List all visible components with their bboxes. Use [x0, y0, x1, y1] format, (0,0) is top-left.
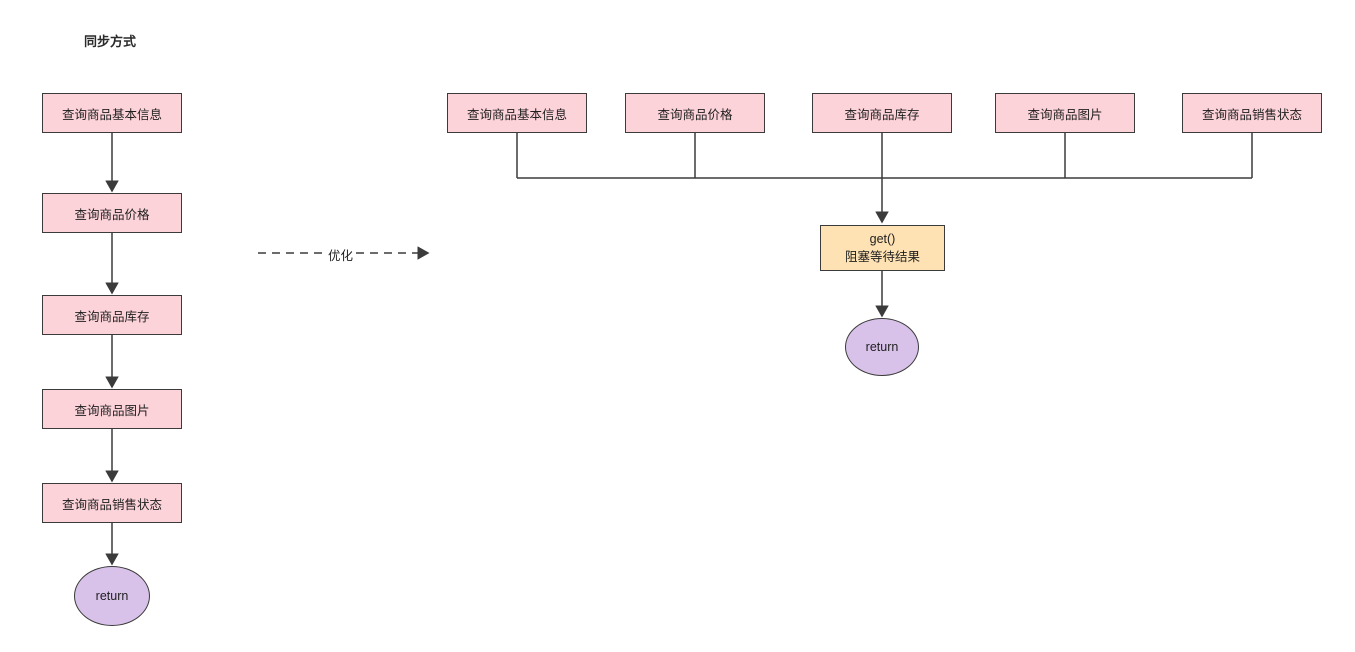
right-step-query-stock: 查询商品库存 [812, 93, 952, 133]
right-step-query-price: 查询商品价格 [625, 93, 765, 133]
gather-wait-label: 阻塞等待结果 [844, 250, 920, 264]
left-step-query-price: 查询商品价格 [42, 193, 182, 233]
left-step-query-image: 查询商品图片 [42, 389, 182, 429]
diagram-title: 同步方式 [84, 34, 137, 49]
optimize-edge-label: 优化 [325, 245, 357, 264]
left-step-query-basic-info: 查询商品基本信息 [42, 93, 182, 133]
gather-get-label: get() [869, 231, 896, 246]
right-step-query-image: 查询商品图片 [995, 93, 1135, 133]
right-return-terminal: return [845, 318, 919, 376]
gather-get-box: get() 阻塞等待结果 [820, 225, 945, 271]
left-step-query-sale-status: 查询商品销售状态 [42, 483, 182, 523]
right-step-query-basic-info: 查询商品基本信息 [447, 93, 587, 133]
left-step-query-stock: 查询商品库存 [42, 295, 182, 335]
right-step-query-sale-status: 查询商品销售状态 [1182, 93, 1322, 133]
left-return-terminal: return [74, 566, 150, 626]
